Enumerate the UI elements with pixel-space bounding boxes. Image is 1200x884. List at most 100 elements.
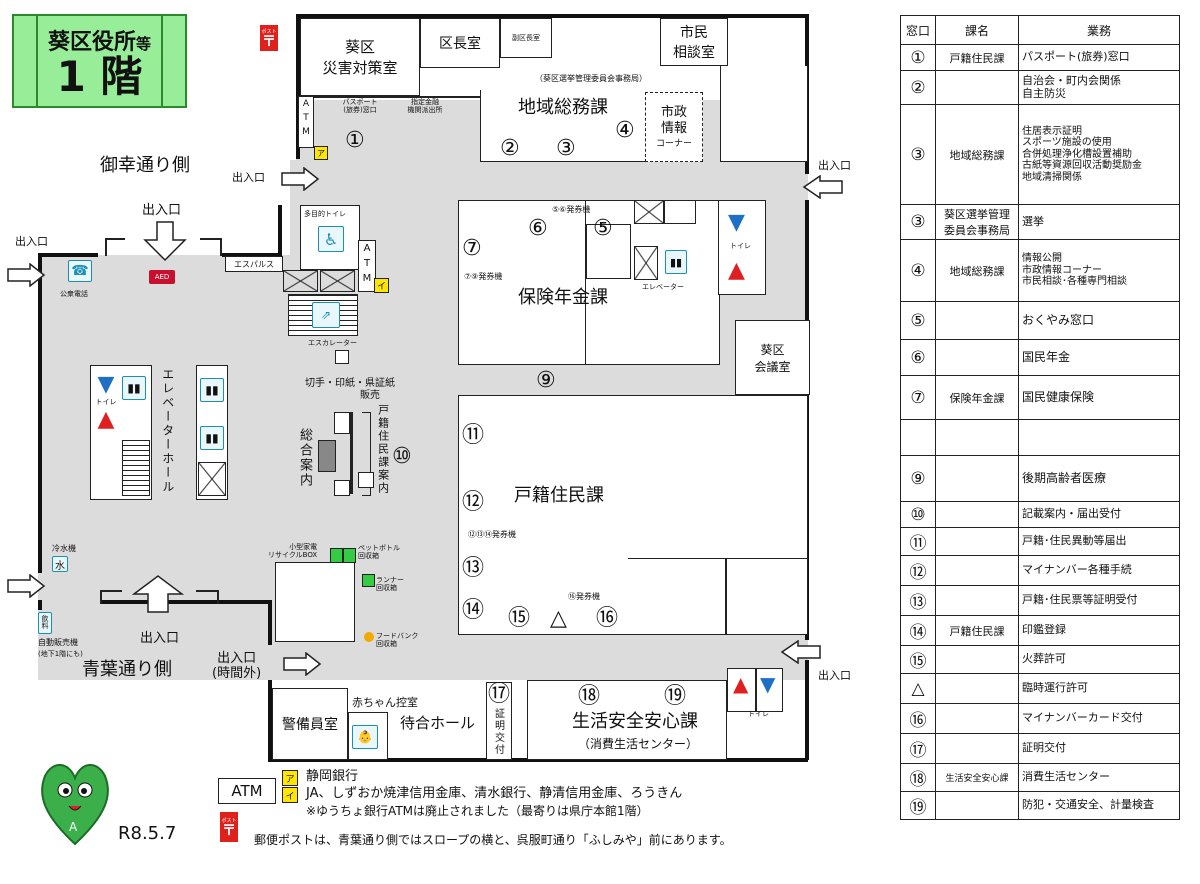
certificate-booth xyxy=(486,682,512,760)
bank-branch-label: 指定金融 機関派出所 xyxy=(407,98,443,115)
entrance-arrow-after-hours xyxy=(283,652,322,676)
atm-legend-i-text: JA、しずおか焼津信用金庫、清水銀行、静清信用金庫、ろうきん xyxy=(306,786,683,801)
row-work: 戸籍･住民票等証明受付 xyxy=(1018,585,1180,616)
marker-5: ⑤ xyxy=(593,216,613,241)
row-window-number: ⑩ xyxy=(900,501,936,528)
city-info-corner: 市政 情報 コーナー xyxy=(645,92,703,162)
row-window-number: ③ xyxy=(900,104,936,205)
row-department xyxy=(935,555,1019,586)
row-work: 印鑑登録 xyxy=(1018,615,1180,646)
baby-icon: 👶 xyxy=(352,725,378,749)
date-label: R8.5.7 xyxy=(118,823,177,844)
row-department: 地域総務課 xyxy=(935,104,1019,205)
marker-13: ⑬ xyxy=(462,556,485,581)
insurance-label: 保険年金課 xyxy=(518,287,608,308)
water-cooler-icon: 水 xyxy=(52,556,68,572)
marker-1: ① xyxy=(345,128,365,153)
svg-text:A: A xyxy=(69,820,78,834)
row-department xyxy=(935,645,1019,674)
row-work: 消費生活センター xyxy=(1018,763,1180,792)
row-department: 戸籍住民課 xyxy=(935,44,1019,71)
regional-affairs-room xyxy=(480,90,648,162)
row-window-number: △ xyxy=(900,673,936,704)
ticket-79-label: ⑦⑨発券機 xyxy=(464,272,503,281)
marker-19: ⑲ xyxy=(664,684,687,709)
consumer-center-label: （消費生活センター） xyxy=(578,737,699,751)
entrance-arrow-left-top xyxy=(7,263,46,287)
baby-room-label: 赤ちゃん控室 xyxy=(352,696,418,709)
row-window-number: ⑯ xyxy=(900,703,936,734)
entrance-after-hours-label: 出入口(時間外) xyxy=(212,651,262,681)
marker-7: ⑦ xyxy=(462,236,482,261)
entrance-label-miyuki: 出入口 xyxy=(232,171,265,184)
vending-icon: 飲 料 xyxy=(38,612,52,634)
table-row: ⑩ 記載案内・届出受付 xyxy=(900,501,1180,528)
row-work: 証明交付 xyxy=(1018,733,1180,764)
disaster-room: 葵区 災害対策室 xyxy=(300,18,420,96)
table-row: ⑤ おくやみ窓口 xyxy=(900,301,1180,340)
row-department xyxy=(935,419,1019,456)
atm-legend-box: ATM xyxy=(218,778,276,804)
assembly-room: 葵区 会議室 xyxy=(735,320,810,395)
post-note: 郵便ポストは、青葉通り側ではスロープの横と、呉服町通り「ふしみや」前にあります。 xyxy=(254,833,732,847)
ticket-56-label: ⑤⑥発券機 xyxy=(552,205,591,214)
atm-a-top: ア xyxy=(314,146,328,160)
pet-bottle-label: ペットボトル 回収箱 xyxy=(358,544,400,561)
row-department xyxy=(935,585,1019,616)
row-work: 記載案内・届出受付 xyxy=(1018,501,1180,528)
insurance-room xyxy=(458,200,586,365)
stamps-label: 切手・印紙・県証紙販売 xyxy=(305,378,395,401)
family-guide-label: 戸籍住民課案内 xyxy=(376,404,390,495)
toilet-right-top xyxy=(718,200,766,295)
row-work: おくやみ窓口 xyxy=(1018,301,1180,340)
row-window-number: ⑤ xyxy=(900,301,936,340)
marker-17: ⑰ xyxy=(488,682,511,707)
marker-14: ⑭ xyxy=(462,598,485,623)
atm-legend-a: ア xyxy=(282,770,298,786)
row-department xyxy=(935,501,1019,528)
entrance-label-top: 出入口 xyxy=(142,203,182,218)
entrance-arrow-left-bottom xyxy=(7,574,46,598)
row-department: 保険年金課 xyxy=(935,375,1019,420)
table-row: ⑫ マイナンバー各種手続 xyxy=(900,555,1180,586)
safety-label: 生活安全安心課 xyxy=(572,711,698,732)
entrance-arrow-top xyxy=(143,221,187,262)
elevator-icon-1: ▮▮ xyxy=(122,376,146,400)
wheelchair-icon: ♿ xyxy=(318,226,344,252)
ward-chief-room: 区長室 xyxy=(420,18,500,68)
row-work: 戸籍･住民異動等届出 xyxy=(1018,527,1180,556)
row-window-number: ⑫ xyxy=(900,555,936,586)
marker-triangle: △ xyxy=(550,606,567,631)
entrance-label-right-top: 出入口 xyxy=(818,159,851,172)
row-window-number: ⑥ xyxy=(900,339,936,376)
vice-chief-room: 副区長室 xyxy=(500,18,552,58)
badge-suffix: 等 xyxy=(136,35,152,53)
citizen-consult-room: 市民 相談室 xyxy=(660,18,728,66)
safety-room xyxy=(527,680,727,760)
small-appliance-label: 小型家電 リサイクルBOX xyxy=(268,543,318,560)
row-window-number: ⑰ xyxy=(900,733,936,764)
row-work: マイナンバー各種手続 xyxy=(1018,555,1180,586)
row-department xyxy=(935,301,1019,340)
food-bank-dot xyxy=(364,632,374,642)
entrance-label-left-top: 出入口 xyxy=(15,235,48,248)
floor-badge: 葵区役所等 1 階 xyxy=(12,14,187,108)
general-info-desk xyxy=(318,440,336,472)
escalator-name-label: エスパルス xyxy=(225,256,283,272)
row-department: 生活安全安心課 xyxy=(935,763,1019,792)
guard-room: 警備員室 xyxy=(272,688,348,760)
badge-floor: 1 階 xyxy=(56,52,143,101)
table-row: ⑰ 証明交付 xyxy=(900,733,1180,764)
header-dept: 課名 xyxy=(935,15,1019,45)
water-cooler-label: 冷水機 xyxy=(52,544,76,553)
